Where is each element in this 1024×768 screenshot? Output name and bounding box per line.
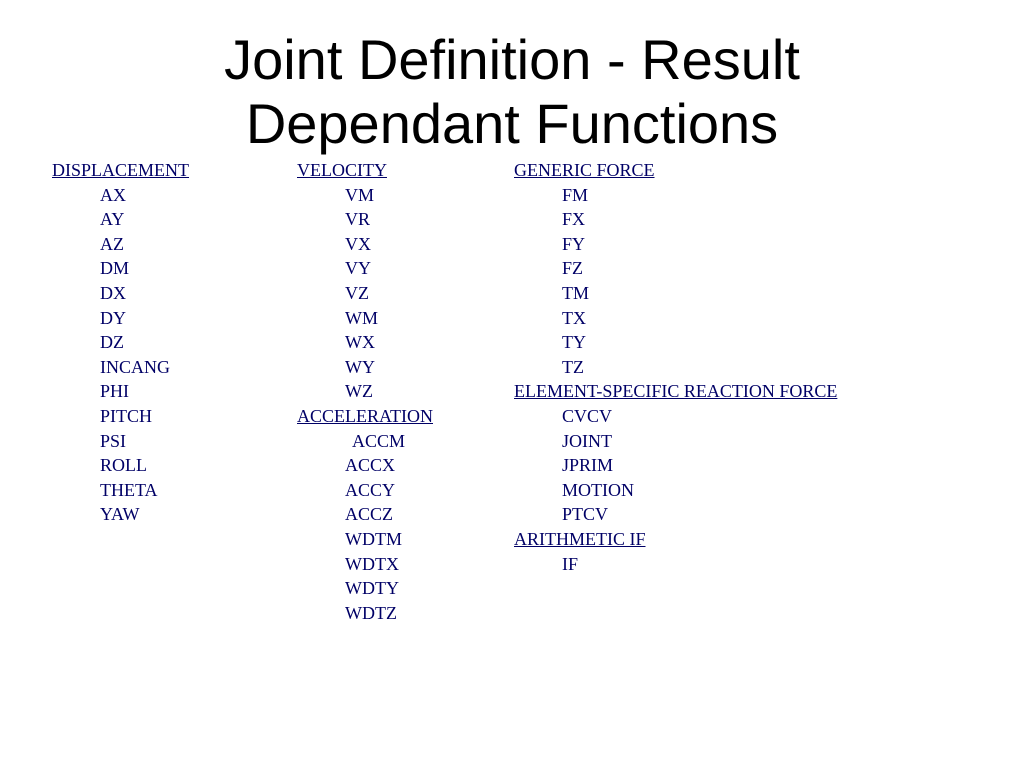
function-name: CVCV — [562, 405, 613, 426]
function-name: AY — [100, 209, 125, 230]
section-heading: VELOCITY — [297, 160, 387, 180]
function-name: WZ — [345, 381, 373, 402]
function-name: YAW — [100, 504, 140, 525]
function-name: JPRIM — [562, 455, 614, 476]
column-velocity-acceleration: VELOCITY VM VR VX VY VZ WM WX WY WZ ACCELERATION AC… — [297, 158, 433, 625]
function-name: WDTM — [345, 528, 402, 549]
function-name: THETA — [100, 479, 158, 500]
slide-title-line-1: Joint Definition - Result — [224, 28, 800, 91]
function-name: AZ — [100, 233, 124, 254]
function-name: FM — [562, 184, 589, 205]
function-name: WDTX — [345, 553, 399, 574]
column-force: GENERIC FORCE FM FX FY FZ TM TX TY TZ ELEMENT-SPE… — [514, 158, 837, 576]
section-heading: GENERIC FORCE — [514, 160, 655, 180]
slide-title-line-2: Dependant Functions — [245, 92, 779, 155]
section-heading: ARITHMETIC IF — [514, 528, 646, 549]
function-name: MOTION — [562, 479, 634, 500]
function-name: TZ — [562, 356, 584, 377]
function-name: WDTZ — [345, 602, 397, 623]
function-name: VX — [345, 233, 371, 254]
function-name: WM — [345, 307, 378, 328]
function-name: TM — [562, 282, 589, 303]
function-name: DX — [100, 282, 126, 303]
function-name: ACCX — [345, 455, 396, 476]
function-name: VZ — [345, 282, 369, 303]
function-name: FX — [562, 209, 586, 230]
function-name: FY — [562, 233, 586, 254]
function-name: ACCM — [352, 430, 406, 451]
function-name: JOINT — [562, 430, 612, 451]
function-name: IF — [562, 553, 579, 574]
function-name: WX — [345, 332, 375, 353]
function-name: TX — [562, 307, 586, 328]
function-name: PTCV — [562, 504, 609, 525]
function-name: WY — [345, 356, 375, 377]
function-name: PHI — [100, 381, 130, 402]
section-heading: ACCELERATION — [297, 405, 433, 426]
section-heading: ELEMENT-SPECIFIC REACTION FORCE — [514, 381, 838, 402]
function-name: VR — [345, 209, 371, 230]
function-name: TY — [562, 332, 586, 353]
function-name: DY — [100, 307, 126, 328]
function-name: INCANG — [100, 356, 170, 377]
function-name: AX — [100, 184, 126, 205]
function-name: ACCY — [345, 479, 396, 500]
function-name: DZ — [100, 332, 124, 353]
function-name: ROLL — [100, 455, 147, 476]
function-name: PITCH — [100, 405, 153, 426]
column-displacement: DISPLACEMENT AX AY AZ DM DX DY DZ INCANG PHI PITCH… — [52, 158, 189, 527]
function-name: VY — [345, 258, 371, 279]
function-name: FZ — [562, 258, 584, 279]
function-name: WDTY — [345, 578, 399, 599]
function-name: VM — [345, 184, 375, 205]
function-name: ACCZ — [345, 504, 394, 525]
slide-title: Joint Definition - Result Dependant Func… — [0, 28, 1024, 156]
section-heading: DISPLACEMENT — [52, 160, 190, 180]
function-name: DM — [100, 258, 130, 279]
function-name: PSI — [100, 430, 127, 451]
